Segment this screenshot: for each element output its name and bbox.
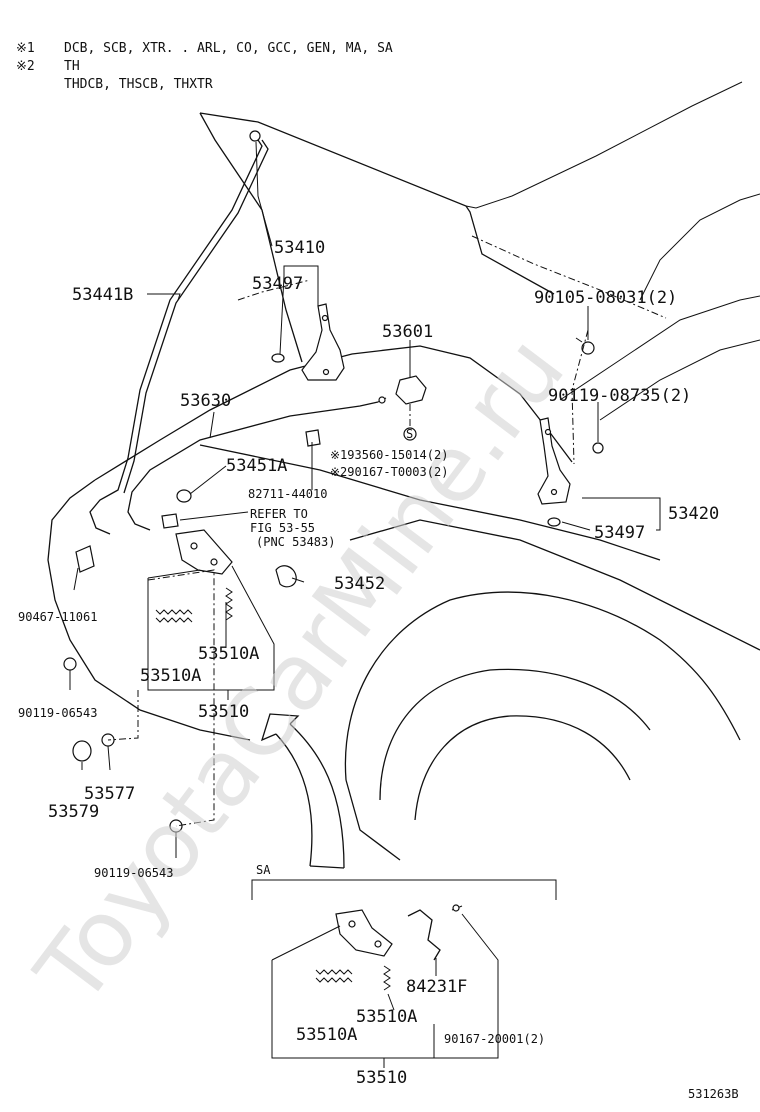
label-53510A-right: 53510A [198, 644, 259, 664]
part-labels: 53410 53497 53441B 53601 90105-08031(2) … [18, 238, 739, 1101]
header-notes: ※1 DCB, SCB, XTR. . ARL, CO, GCC, GEN, M… [16, 41, 393, 92]
svg-text:S: S [406, 427, 413, 441]
figure-code: 531263B [688, 1087, 739, 1101]
label-90119-06543-a: 90119-06543 [18, 706, 97, 720]
hood-panel [199, 81, 743, 363]
hood-hinge-right [537, 417, 571, 505]
dashed-leaders [107, 329, 589, 827]
label-53452: 53452 [334, 574, 385, 594]
watermark: ToyotaCarMine.ru [16, 317, 586, 1024]
label-90119-08735: 90119-08735(2) [548, 386, 691, 406]
label-sa-53510: 53510 [356, 1068, 407, 1088]
label-93560-15014: ※193560-15014(2) [330, 448, 448, 462]
label-53497-top: 53497 [252, 274, 303, 294]
label-90119-06543-b: 90119-06543 [94, 866, 173, 880]
wheel-arch [344, 591, 741, 861]
label-90167-T0003: ※290167-T0003(2) [330, 465, 448, 479]
sa-inset [251, 879, 557, 1068]
label-sa-90167-20001: 90167-20001(2) [444, 1032, 545, 1046]
label-53577: 53577 [84, 784, 135, 804]
hood-release-cable [127, 396, 387, 531]
label-sa: SA [256, 863, 271, 877]
label-sa-53510A-left: 53510A [296, 1025, 357, 1045]
note2-text2: THDCB, THSCB, THXTR [64, 77, 213, 92]
label-53601: 53601 [382, 322, 433, 342]
hood-lock-assembly [155, 529, 233, 623]
note2-mark: ※2 [16, 59, 35, 74]
hood-hinge-left [301, 303, 345, 381]
fender-body [47, 193, 760, 741]
leader-lines [69, 141, 661, 858]
label-82711-44010: 82711-44010 [248, 487, 327, 501]
label-90467-11061: 90467-11061 [18, 610, 97, 624]
label-refer-pnc: (PNC 53483) [256, 535, 335, 549]
hood-lock-striker: S [395, 375, 427, 441]
label-53441B: 53441B [72, 285, 133, 305]
label-53410: 53410 [274, 238, 325, 258]
label-90105-08031: 90105-08031(2) [534, 288, 677, 308]
note1-mark: ※1 [16, 41, 35, 56]
label-sa-53510A-right: 53510A [356, 1007, 417, 1027]
label-53497-bottom: 53497 [594, 523, 645, 543]
label-sa-84231F: 84231F [406, 977, 467, 997]
hood-support-rod [89, 130, 269, 535]
label-refer-fig: FIG 53-55 [250, 521, 315, 535]
label-53630: 53630 [180, 391, 231, 411]
misc-small-parts [63, 337, 604, 833]
label-refer-to: REFER TO [250, 507, 308, 521]
note1-text: DCB, SCB, XTR. . ARL, CO, GCC, GEN, MA, … [64, 41, 393, 56]
label-53420: 53420 [668, 504, 719, 524]
label-53510: 53510 [198, 702, 249, 722]
callout-arrow [260, 713, 345, 869]
label-53451A: 53451A [226, 456, 287, 476]
note2-text1: TH [64, 59, 80, 74]
label-53510A-left: 53510A [140, 666, 201, 686]
label-53579: 53579 [48, 802, 99, 822]
